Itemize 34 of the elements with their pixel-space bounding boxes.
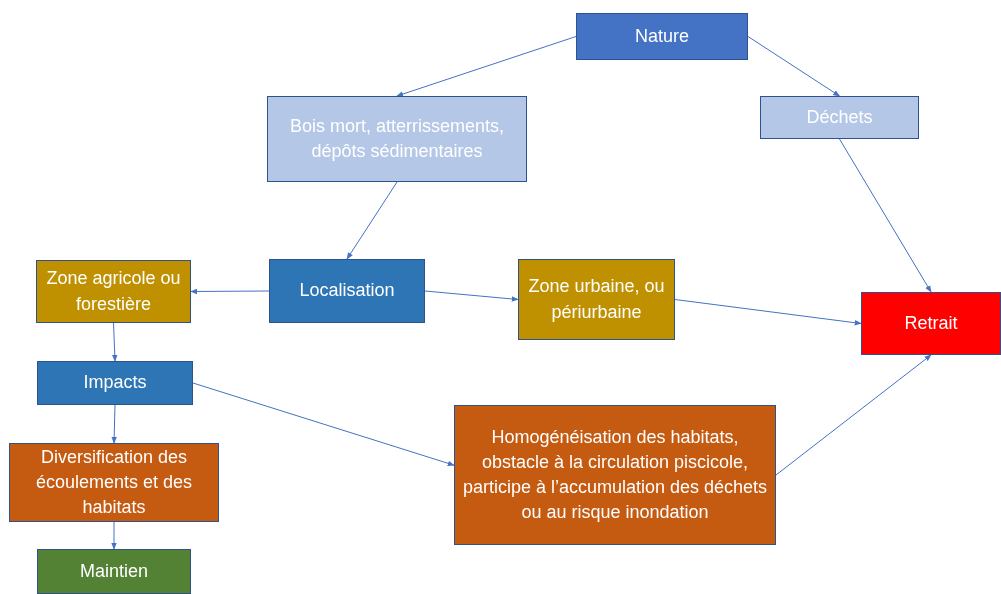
process-box [576, 13, 748, 60]
box-label: Déchets [806, 105, 873, 129]
arrow [396, 36, 577, 97]
process-box [37, 549, 191, 594]
arrow [111, 521, 117, 550]
box-label: Diversification des écoulements et des habitats [34, 445, 194, 520]
process-box [36, 260, 191, 323]
box-label: Nature [635, 24, 689, 48]
arrow [839, 138, 932, 293]
process-box [518, 259, 675, 340]
box-label: Maintien [79, 559, 148, 583]
box-label: Retrait [904, 311, 958, 335]
arrow [747, 36, 841, 97]
box-label: Zone agricole ou forestière [45, 267, 182, 316]
arrow [346, 181, 398, 260]
process-box [454, 405, 776, 545]
arrow [424, 290, 519, 302]
arrow [775, 354, 932, 476]
arrow [190, 288, 270, 295]
box-label: Bois mort, atterrissements, dépôts sédimentaires [288, 114, 506, 163]
box-label: Zone urbaine, ou périurbaine [527, 275, 666, 324]
process-box [861, 292, 1001, 355]
process-box [9, 443, 219, 522]
arrow [192, 382, 455, 466]
process-box [37, 361, 193, 405]
process-box [267, 96, 527, 182]
box-label: Homogénéisation des habitats, obstacle à la circulation piscicole, participe à l’accumulation des déchets ou au risque inondation [461, 425, 769, 525]
box-label: Localisation [299, 279, 395, 303]
arrow [111, 404, 117, 444]
arrow [111, 322, 118, 362]
arrow [674, 299, 862, 326]
box-label: Impacts [83, 371, 147, 395]
process-box [269, 259, 425, 323]
process-box [760, 96, 919, 139]
